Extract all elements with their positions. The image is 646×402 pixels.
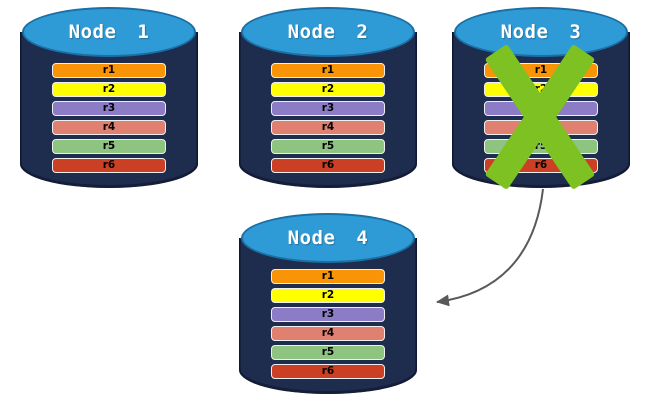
node-4: r1 r2 r3 r4 r5 r6 Node 4: [239, 213, 417, 394]
node-4-cylinder-top: Node 4: [241, 213, 415, 263]
row-label: r4: [102, 121, 116, 134]
arrow-curve: [436, 188, 544, 307]
row-label: r2: [321, 83, 335, 96]
row-label: r1: [534, 64, 548, 77]
row-label: r4: [321, 121, 335, 134]
node-1-row-r4: r4: [52, 120, 166, 135]
node-3-title: Node 3: [500, 21, 582, 43]
row-label: r6: [321, 159, 335, 172]
node-1-cylinder-top: Node 1: [22, 7, 196, 57]
node-1-row-r1: r1: [52, 63, 166, 78]
node-2-title: Node 2: [287, 21, 369, 43]
row-label: r6: [534, 159, 548, 172]
node-4-row-r2: r2: [271, 288, 385, 303]
node-1-row-r3: r3: [52, 101, 166, 116]
node-1: r1 r2 r3 r4 r5 r6 Node 1: [20, 7, 198, 188]
row-label: r3: [102, 102, 116, 115]
node-4-rows: r1 r2 r3 r4 r5 r6: [271, 269, 385, 379]
node-4-title: Node 4: [287, 227, 369, 249]
row-label: r5: [321, 346, 335, 359]
row-label: r1: [321, 270, 335, 283]
row-label: r3: [321, 308, 335, 321]
node-2-row-r3: r3: [271, 101, 385, 116]
node-2-row-r4: r4: [271, 120, 385, 135]
failure-cross-icon: [484, 43, 596, 191]
node-3: r1 r2 r3 r4 r5 r6 Node 3: [452, 7, 630, 191]
node-1-row-r6: r6: [52, 158, 166, 173]
row-label: r6: [321, 365, 335, 378]
row-label: r4: [321, 327, 335, 340]
node-3-cylinder-top: Node 3: [454, 7, 628, 57]
row-label: r2: [102, 83, 116, 96]
node-2-row-r2: r2: [271, 82, 385, 97]
node-4-row-r6: r6: [271, 364, 385, 379]
node-2-cylinder-top: Node 2: [241, 7, 415, 57]
node-2-row-r5: r5: [271, 139, 385, 154]
node-2: r1 r2 r3 r4 r5 r6 Node 2: [239, 7, 417, 188]
row-label: r6: [102, 159, 116, 172]
row-label: r2: [321, 289, 335, 302]
node-1-row-r5: r5: [52, 139, 166, 154]
row-label: r1: [102, 64, 116, 77]
row-label: r5: [321, 140, 335, 153]
node-1-row-r2: r2: [52, 82, 166, 97]
node-4-row-r3: r3: [271, 307, 385, 322]
node-2-row-r1: r1: [271, 63, 385, 78]
node-1-title: Node 1: [68, 21, 150, 43]
node-1-rows: r1 r2 r3 r4 r5 r6: [52, 63, 166, 173]
row-label: r5: [534, 140, 548, 153]
node-4-row-r1: r1: [271, 269, 385, 284]
node-2-rows: r1 r2 r3 r4 r5 r6: [271, 63, 385, 173]
row-label: r1: [321, 64, 335, 77]
node-2-row-r6: r6: [271, 158, 385, 173]
row-label: r3: [321, 102, 335, 115]
row-label: r5: [102, 140, 116, 153]
node-4-row-r4: r4: [271, 326, 385, 341]
node-4-row-r5: r5: [271, 345, 385, 360]
